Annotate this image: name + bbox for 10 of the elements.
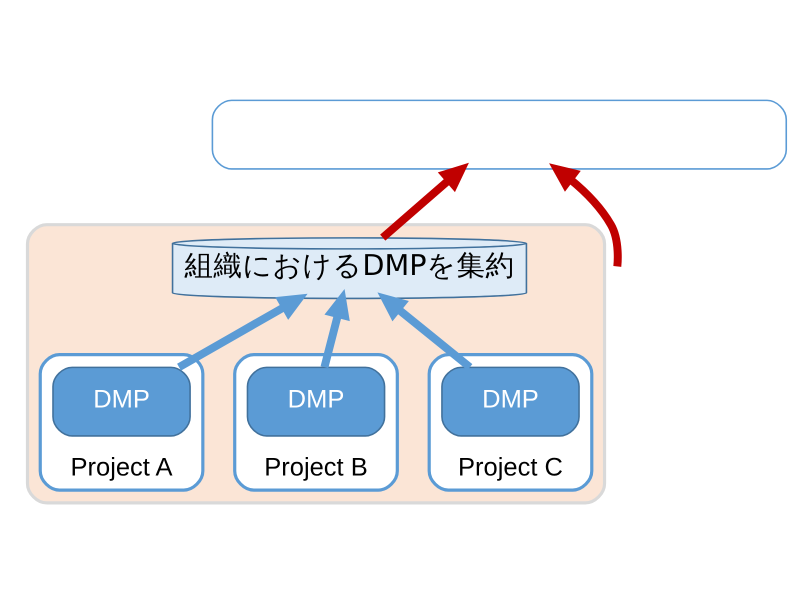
cluster [26, 223, 606, 504]
node-box: DMP [246, 366, 386, 437]
arrow [320, 289, 350, 368]
node-box [212, 100, 788, 170]
arrow [549, 163, 622, 267]
node-box: DMP [52, 366, 191, 437]
arrow [380, 162, 469, 241]
arrow [377, 292, 472, 370]
arrow [177, 294, 308, 371]
node-box: DMP [441, 366, 580, 437]
